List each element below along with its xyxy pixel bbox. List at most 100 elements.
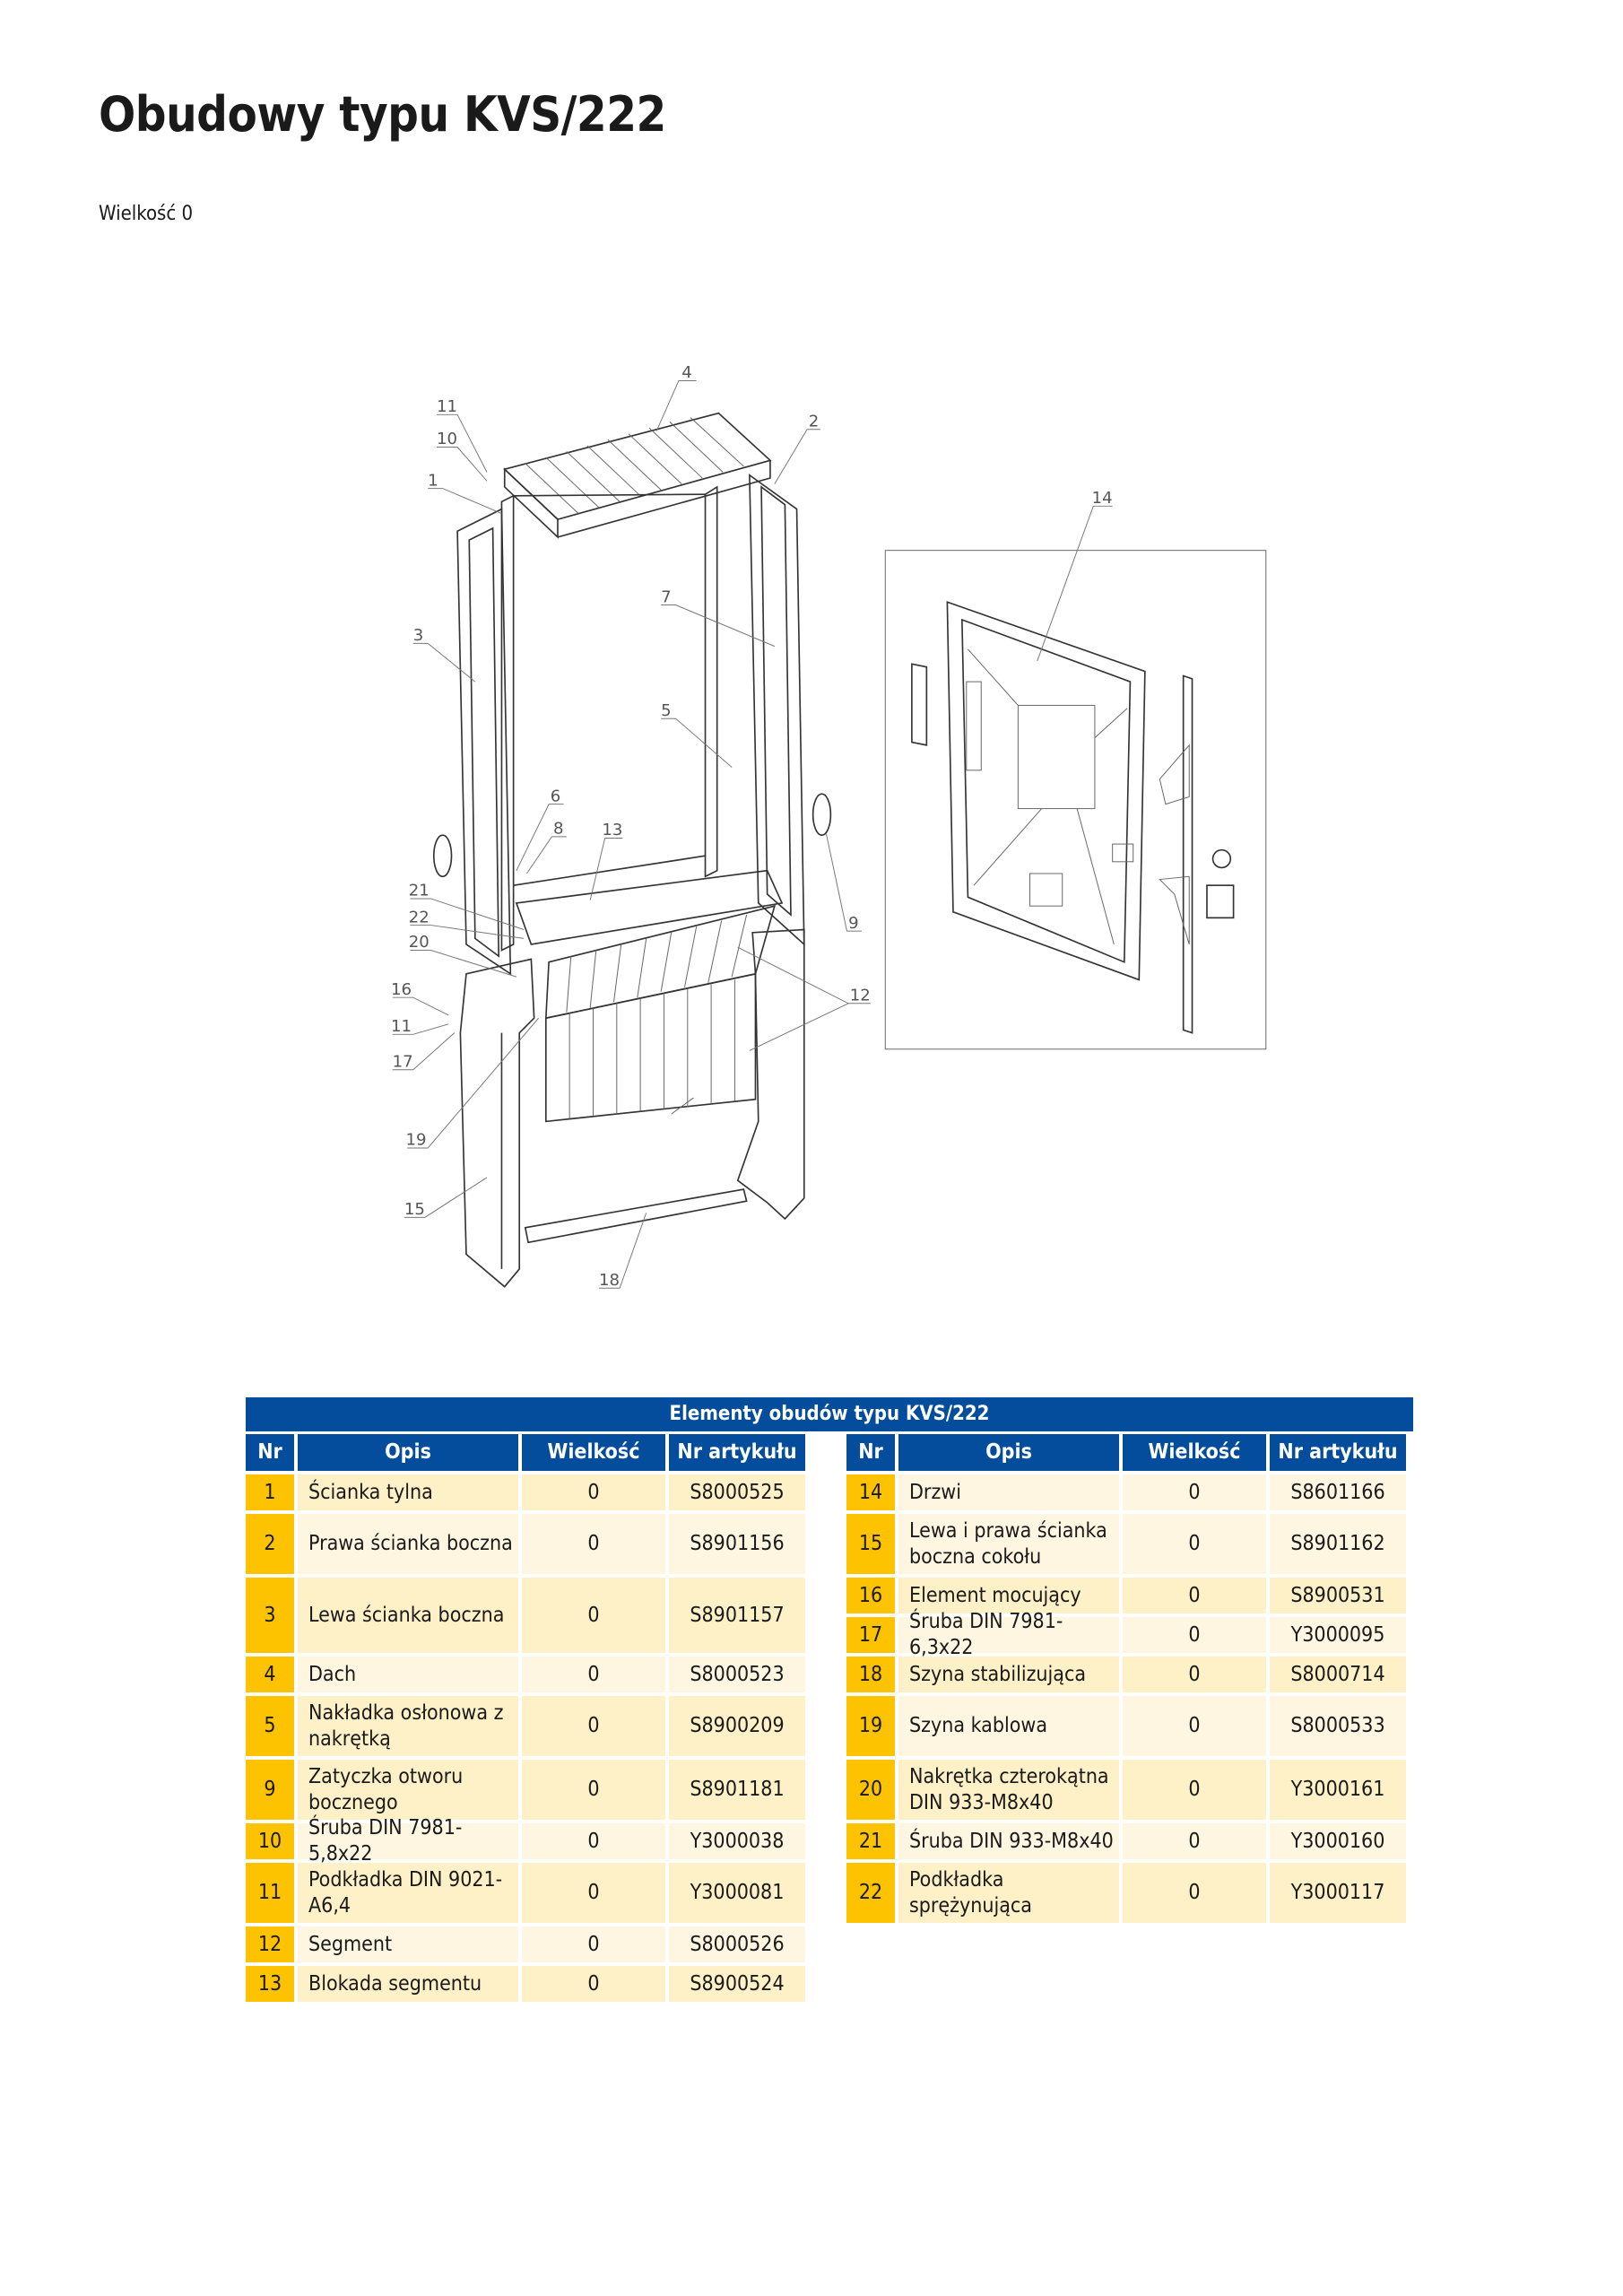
callout-17: 17 bbox=[393, 1053, 413, 1072]
callout-21: 21 bbox=[409, 882, 430, 900]
cell-nr: 21 bbox=[846, 1823, 895, 1859]
cell-artykul: S8901156 bbox=[669, 1514, 805, 1574]
cell-wielkosc: 0 bbox=[1123, 1823, 1266, 1859]
cell-wielkosc: 0 bbox=[1123, 1474, 1266, 1510]
cell-opis: Prawa ścianka boczna bbox=[298, 1514, 518, 1574]
cell-nr: 18 bbox=[846, 1657, 895, 1692]
cell-artykul: Y3000160 bbox=[1270, 1823, 1406, 1859]
callout-10: 10 bbox=[437, 430, 457, 448]
callout-15: 15 bbox=[404, 1200, 425, 1219]
parts-table-title: Elementy obudów typu KVS/222 bbox=[246, 1397, 1413, 1431]
cell-opis: Śruba DIN 7981-5,8x22 bbox=[298, 1816, 518, 1866]
cell-opis: Nakrętka czterokątna DIN 933-M8x40 bbox=[898, 1760, 1119, 1820]
callout-8: 8 bbox=[553, 820, 564, 839]
page-title: Obudowy typu KVS/222 bbox=[99, 86, 666, 143]
callout-20: 20 bbox=[409, 933, 430, 952]
cell-wielkosc: 0 bbox=[522, 1578, 665, 1653]
cell-opis: Lewa i prawa ścianka boczna cokołu bbox=[898, 1514, 1119, 1574]
callout-1: 1 bbox=[428, 471, 438, 490]
callout-6: 6 bbox=[551, 787, 561, 805]
cell-artykul: S8000714 bbox=[1270, 1657, 1406, 1692]
header-opis: Opis bbox=[298, 1434, 518, 1471]
cell-opis: Szyna kablowa bbox=[898, 1696, 1119, 1756]
cell-artykul: S8900531 bbox=[1270, 1578, 1406, 1613]
header-opis: Opis bbox=[898, 1434, 1119, 1471]
cell-opis: Blokada segmentu bbox=[298, 1966, 518, 2002]
cell-wielkosc: 0 bbox=[1123, 1514, 1266, 1574]
cell-opis: Nakładka osłonowa z nakrętką bbox=[298, 1696, 518, 1756]
cell-nr: 4 bbox=[246, 1657, 294, 1692]
cell-nr: 9 bbox=[246, 1760, 294, 1820]
cell-artykul: S8900209 bbox=[669, 1696, 805, 1756]
cell-artykul: S8901162 bbox=[1270, 1514, 1406, 1574]
cell-opis: Szyna stabilizująca bbox=[898, 1657, 1119, 1692]
cell-artykul: S8000525 bbox=[669, 1474, 805, 1510]
cell-nr: 19 bbox=[846, 1696, 895, 1756]
cell-artykul: S8901181 bbox=[669, 1760, 805, 1820]
cell-wielkosc: 0 bbox=[1123, 1760, 1266, 1820]
cell-artykul: S8601166 bbox=[1270, 1474, 1406, 1510]
cell-opis: Podkładka sprężynująca bbox=[898, 1863, 1119, 1923]
cell-artykul: Y3000081 bbox=[669, 1863, 805, 1923]
cell-wielkosc: 0 bbox=[522, 1657, 665, 1692]
cell-artykul: S8901157 bbox=[669, 1578, 805, 1653]
header-nr: Nr bbox=[846, 1434, 895, 1471]
header-artykul: Nr artykułu bbox=[1270, 1434, 1406, 1471]
cell-artykul: Y3000161 bbox=[1270, 1760, 1406, 1820]
cell-nr: 5 bbox=[246, 1696, 294, 1756]
cell-wielkosc: 0 bbox=[522, 1474, 665, 1510]
header-wielkosc: Wielkość bbox=[1123, 1434, 1266, 1471]
cell-nr: 14 bbox=[846, 1474, 895, 1510]
cell-nr: 22 bbox=[846, 1863, 895, 1923]
cell-artykul: Y3000117 bbox=[1270, 1863, 1406, 1923]
callout-2: 2 bbox=[809, 412, 820, 430]
size-subtitle: Wielkość 0 bbox=[99, 203, 194, 225]
callout-11b: 11 bbox=[391, 1017, 412, 1036]
cell-opis: Śruba DIN 7981-6,3x22 bbox=[898, 1610, 1119, 1659]
callout-19: 19 bbox=[406, 1131, 427, 1150]
cell-wielkosc: 0 bbox=[522, 1966, 665, 2002]
cell-nr: 1 bbox=[246, 1474, 294, 1510]
cell-artykul: S8900524 bbox=[669, 1966, 805, 2002]
callout-22: 22 bbox=[409, 908, 430, 926]
cell-artykul: Y3000038 bbox=[669, 1823, 805, 1859]
cell-artykul: Y3000095 bbox=[1270, 1617, 1406, 1653]
cell-wielkosc: 0 bbox=[522, 1926, 665, 1962]
cell-nr: 17 bbox=[846, 1617, 895, 1653]
cell-nr: 20 bbox=[846, 1760, 895, 1820]
cell-wielkosc: 0 bbox=[1123, 1657, 1266, 1692]
callout-18: 18 bbox=[599, 1271, 620, 1290]
header-nr: Nr bbox=[246, 1434, 294, 1471]
cell-nr: 2 bbox=[246, 1514, 294, 1574]
callout-labels: 4 2 11 10 1 14 7 3 5 6 8 13 9 21 22 20 1… bbox=[391, 363, 1113, 1290]
cell-opis: Ścianka tylna bbox=[298, 1474, 518, 1510]
cell-nr: 10 bbox=[246, 1823, 294, 1859]
header-artykul: Nr artykułu bbox=[669, 1434, 805, 1471]
callout-11: 11 bbox=[437, 397, 457, 416]
cell-opis: Element mocujący bbox=[898, 1578, 1119, 1613]
cell-opis: Segment bbox=[298, 1926, 518, 1962]
callout-14: 14 bbox=[1092, 489, 1113, 508]
callout-3: 3 bbox=[413, 626, 424, 645]
callout-13: 13 bbox=[602, 821, 622, 839]
cell-wielkosc: 0 bbox=[522, 1760, 665, 1820]
callout-leaders bbox=[392, 379, 1113, 1289]
callout-5: 5 bbox=[661, 701, 672, 720]
